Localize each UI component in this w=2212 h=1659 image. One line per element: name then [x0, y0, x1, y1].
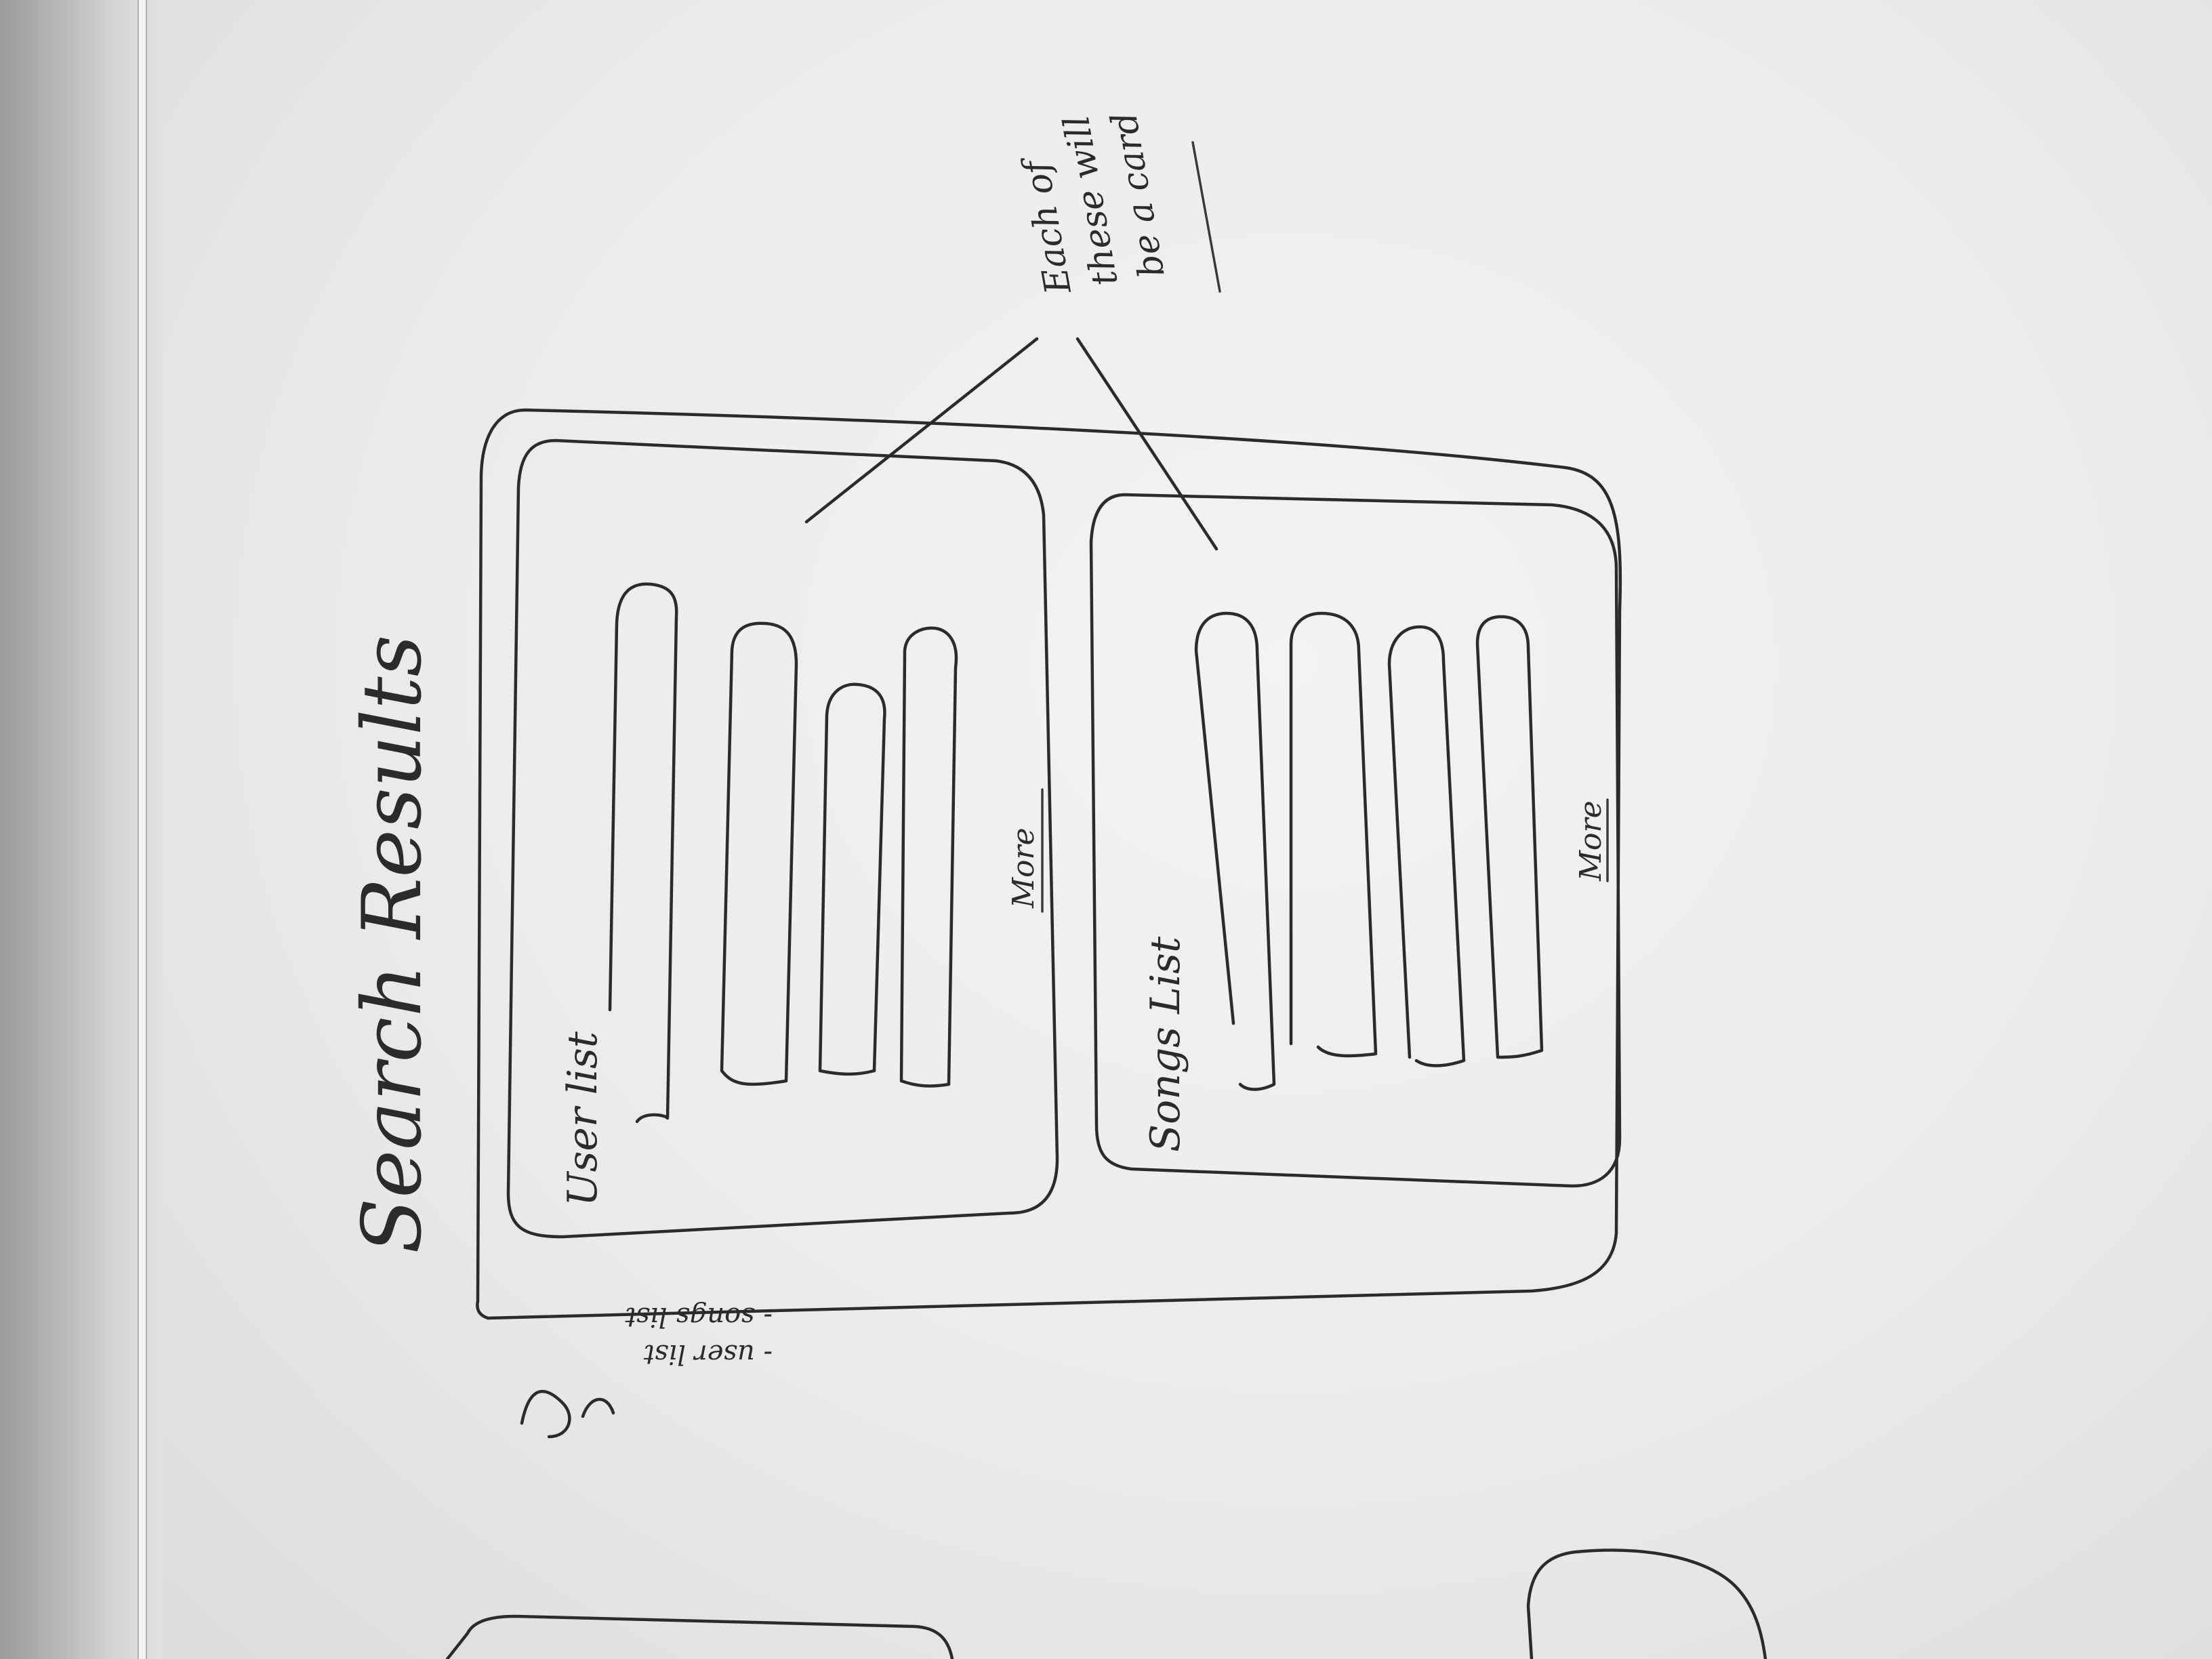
user-list-card	[506, 438, 1059, 1239]
partial-card-bottom-right	[1526, 1549, 1767, 1659]
svg-text:- user list: - user list	[643, 1338, 773, 1370]
songs-list-item	[1289, 611, 1378, 1058]
songs-list-item	[1194, 611, 1276, 1091]
user-list-item	[818, 682, 886, 1076]
annotation-arrow-songs-card	[1076, 337, 1218, 551]
svg-text:- songs list: - songs list	[624, 1301, 773, 1332]
annotation-arrow-user-card	[804, 337, 1039, 524]
partial-card-bottom-left	[445, 1614, 954, 1659]
user-list-item	[608, 582, 678, 1124]
annotation-underline	[1191, 141, 1221, 293]
whiteboard-frame	[0, 0, 163, 1659]
outer-container-frame	[476, 408, 1622, 1320]
songs-list-item	[1475, 615, 1544, 1059]
songs-list-label: Songs List	[1142, 936, 1189, 1152]
whiteboard-surface	[163, 0, 2212, 1659]
songs-list-item	[1387, 625, 1466, 1067]
user-list-item	[899, 626, 958, 1088]
side-note-scribble	[520, 1389, 615, 1439]
user-list-item	[720, 621, 798, 1086]
songs-list-card	[1089, 493, 1622, 1188]
user-list-more-link[interactable]: More	[1006, 827, 1041, 909]
side-note: - user list - songs list	[624, 1301, 773, 1370]
user-list-label: User list	[559, 1031, 607, 1206]
annotation-cards-note: Each of these will be a card	[1015, 109, 1173, 298]
songs-list-more-link[interactable]: More	[1574, 800, 1608, 882]
sketch-title: Search Results	[346, 635, 440, 1254]
